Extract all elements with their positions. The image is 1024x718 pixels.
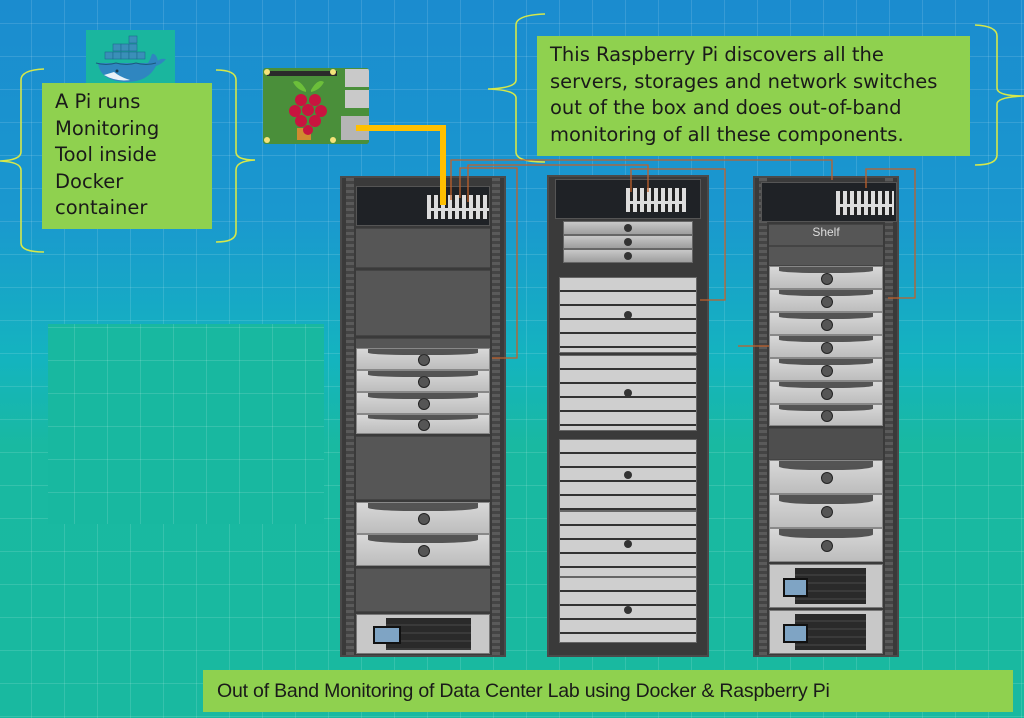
storage-array [356, 502, 490, 534]
docker-whale-icon [95, 35, 166, 82]
note-line: A Pi runs [55, 90, 141, 113]
ups-unit [356, 614, 490, 654]
rack-rail [492, 178, 500, 655]
server [769, 266, 883, 289]
server [769, 358, 883, 381]
server [559, 355, 697, 431]
right-brace-right [974, 24, 1024, 166]
server [559, 511, 697, 577]
server-rack-3: Shelf [753, 176, 899, 657]
server [559, 277, 697, 353]
blank-panel-unit [356, 568, 490, 612]
left-brace-left [0, 68, 45, 253]
blank-panel-unit [356, 228, 490, 268]
note-line: container [55, 196, 148, 219]
storage-array [769, 494, 883, 528]
server [563, 249, 693, 263]
server [769, 404, 883, 426]
right-brace-left [487, 13, 546, 163]
note-line: out of the box and does out-of-band [550, 96, 902, 119]
server [356, 392, 490, 414]
server [559, 577, 697, 643]
server [769, 289, 883, 312]
rack-rail [759, 178, 767, 655]
server [559, 439, 697, 511]
server [356, 414, 490, 434]
shelf-label: Shelf [812, 225, 840, 239]
cable-rack1-to-rack3 [450, 159, 833, 200]
server [356, 370, 490, 392]
server [563, 221, 693, 235]
blank-panel [48, 324, 324, 524]
raspberry-pi-note: This Raspberry Pi discovers all the serv… [537, 36, 970, 156]
blank-panel-unit [769, 428, 883, 460]
network-switch [555, 179, 701, 219]
blank-panel-unit [356, 436, 490, 500]
raspberry-pi-board [263, 68, 369, 144]
rack-rail [885, 178, 893, 655]
docker-logo [86, 30, 175, 86]
server-rack-2 [547, 175, 709, 657]
note-line: This Raspberry Pi discovers all the [550, 43, 884, 66]
cable-rack1-to-rack2 [467, 164, 649, 202]
rack-rail [346, 178, 354, 655]
note-line: Docker [55, 169, 124, 193]
network-switch [761, 182, 897, 222]
note-line: monitoring of all these components. [550, 122, 904, 146]
note-line: servers, storages and network switches [550, 69, 938, 93]
note-line: Tool inside [55, 143, 157, 166]
docker-note: A Pi runs Monitoring Tool inside Docker … [42, 83, 212, 229]
server [563, 235, 693, 249]
pi-cable [356, 125, 446, 205]
blank-panel-unit [356, 270, 490, 336]
raspberry-pi-icon [263, 68, 369, 144]
server [769, 335, 883, 358]
server [769, 381, 883, 404]
shelf: Shelf [769, 224, 883, 246]
storage-array [356, 534, 490, 566]
blank-panel-unit [769, 246, 883, 266]
ups-unit [769, 610, 883, 654]
left-brace-right [215, 69, 256, 243]
note-line: Monitoring [55, 116, 160, 140]
cable-rack1-servers [459, 167, 518, 359]
storage-array [769, 528, 883, 562]
diagram-title: Out of Band Monitoring of Data Center La… [203, 670, 1013, 712]
server [769, 312, 883, 335]
cable-rack2-switch [630, 168, 726, 301]
cable-rack3-switch [865, 168, 916, 299]
ups-unit [769, 564, 883, 608]
server [356, 348, 490, 370]
storage-array [769, 460, 883, 494]
